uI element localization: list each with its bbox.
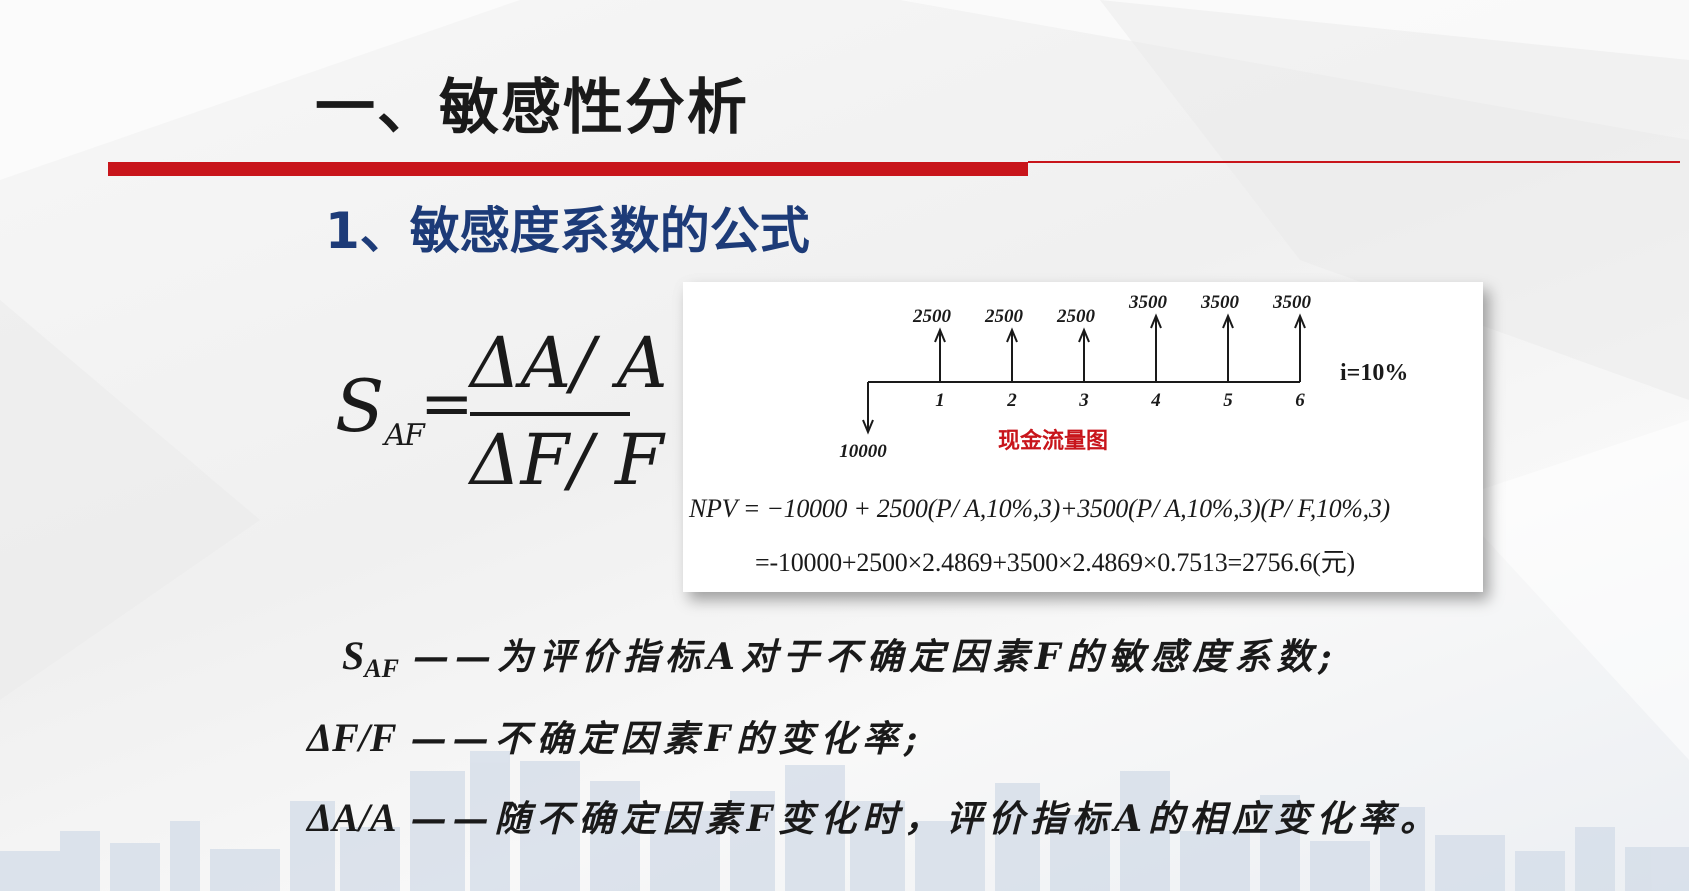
definition-symbol: SAF — [342, 632, 399, 683]
period-label: 6 — [1295, 390, 1305, 411]
inflow-amount-label: 2500 — [984, 306, 1024, 327]
interest-rate-label: i=10% — [1340, 360, 1408, 386]
npv-result: =-10000+2500×2.4869+3500×2.4869×0.7513=2… — [755, 548, 1356, 577]
inflow-arrow-head — [1222, 313, 1234, 329]
outflow-arrow-head — [862, 419, 874, 435]
definition-text: ——不确定因素F的变化率; — [410, 718, 924, 760]
period-label: 3 — [1078, 390, 1089, 411]
formula-lhs-subscript: AF — [384, 418, 425, 453]
definition-symbol: ΔF/F — [307, 715, 397, 760]
inflow-arrow-head — [934, 327, 946, 343]
period-label: 1 — [935, 390, 945, 411]
formula-denominator: ΔF/ F — [470, 419, 664, 501]
section-title: 1、敏感度系数的公式 — [325, 202, 810, 260]
inflow-amount-label: 3500 — [1272, 292, 1312, 313]
cash-flow-diagram: 10000 2500 1 2500 2 2500 3 3500 4 3500 5 3500 6 i=10%… — [839, 292, 1408, 462]
diagram-caption: 现金流量图 — [998, 428, 1108, 454]
definition-symbol-subscript: AF — [364, 654, 399, 683]
definition-symbol-main: S — [342, 633, 365, 678]
period-label: 2 — [1006, 390, 1017, 411]
inflow-amount-label: 2500 — [1056, 306, 1096, 327]
definition-row-df: ΔF/F ——不确定因素F的变化率; — [307, 710, 923, 762]
definition-text: ——为评价指标A对于不确定因素F的敏感度系数; — [412, 636, 1338, 678]
inflow-arrow-head — [1078, 327, 1090, 343]
formula-lhs: SAF — [335, 370, 425, 451]
title-underline-thin — [1028, 161, 1680, 163]
npv-formula: NPV = −10000 + 2500(P/ A,10%,3)+3500(P/ … — [689, 494, 1390, 523]
formula-fraction-bar — [470, 412, 630, 416]
inflow-amount-label: 3500 — [1128, 292, 1168, 313]
inflow-amount-label: 2500 — [912, 306, 952, 327]
formula-lhs-symbol: S — [335, 364, 385, 448]
definition-row-saf: SAF ——为评价指标A对于不确定因素F的敏感度系数; — [342, 628, 1338, 683]
inflow-arrow-head — [1294, 313, 1306, 329]
formula-numerator: ΔA/ A — [470, 322, 668, 404]
inflow-arrow-head — [1150, 313, 1162, 329]
inflow-amount-label: 3500 — [1200, 292, 1240, 313]
slide-title: 一、敏感性分析 — [315, 73, 749, 143]
period-label: 4 — [1150, 390, 1161, 411]
definition-symbol: ΔA/A — [307, 795, 397, 840]
title-underline-thick — [108, 162, 1028, 176]
outflow-amount-label: 10000 — [839, 441, 887, 462]
period-label: 5 — [1223, 390, 1233, 411]
city-skyline-decoration — [0, 751, 1689, 891]
inflow-arrow-head — [1006, 327, 1018, 343]
cash-flow-figure: 10000 2500 1 2500 2 2500 3 3500 4 3500 5 3500 6 i=10%… — [683, 282, 1483, 592]
definition-row-da: ΔA/A ——随不确定因素F变化时，评价指标A的相应变化率。 — [307, 790, 1442, 842]
definition-text: ——随不确定因素F变化时，评价指标A的相应变化率。 — [410, 798, 1443, 840]
formula-equals: = — [420, 367, 474, 441]
